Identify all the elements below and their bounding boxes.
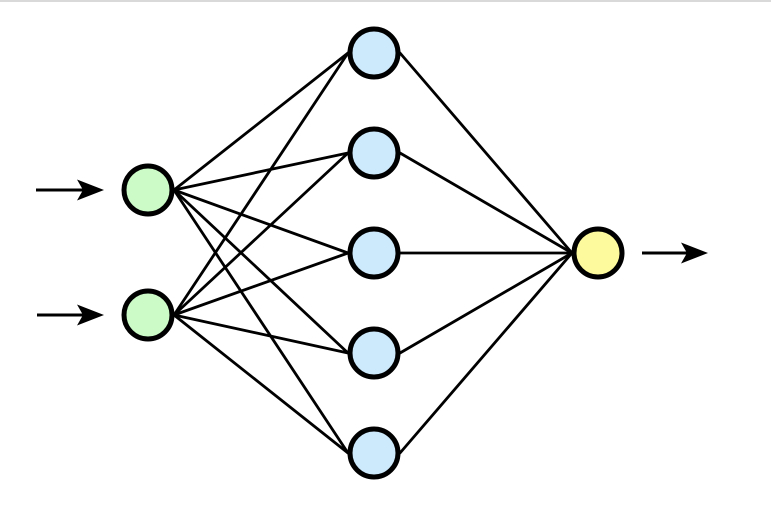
connection-edge bbox=[172, 188, 350, 355]
connection-edge bbox=[398, 251, 574, 355]
connection-edge bbox=[172, 313, 350, 355]
edges-group bbox=[172, 51, 574, 455]
hidden-node bbox=[347, 326, 401, 380]
input-node bbox=[121, 288, 175, 342]
arrowhead-icon bbox=[681, 242, 708, 264]
connection-edge bbox=[398, 251, 574, 455]
hidden-node bbox=[347, 26, 401, 80]
output-node bbox=[571, 226, 625, 280]
hidden-node bbox=[347, 426, 401, 480]
connection-edge bbox=[172, 188, 350, 455]
connection-edge bbox=[172, 251, 350, 317]
output-arrow bbox=[642, 242, 708, 264]
arrowhead-icon bbox=[77, 179, 104, 201]
connection-edge bbox=[172, 151, 350, 317]
input-arrow-2 bbox=[37, 304, 104, 326]
arrows-group bbox=[36, 179, 708, 326]
connection-edge bbox=[172, 51, 350, 317]
arrowhead-icon bbox=[77, 304, 104, 326]
connection-edge bbox=[172, 188, 350, 255]
hidden-node bbox=[347, 226, 401, 280]
input-node bbox=[121, 163, 175, 217]
input-arrow-1 bbox=[36, 179, 104, 201]
connection-edge bbox=[398, 51, 574, 255]
nodes-group bbox=[121, 26, 625, 480]
connection-edge bbox=[398, 151, 574, 255]
hidden-node bbox=[347, 126, 401, 180]
connection-edge bbox=[172, 313, 350, 455]
connection-edge bbox=[172, 151, 350, 192]
connection-edge bbox=[172, 51, 350, 192]
